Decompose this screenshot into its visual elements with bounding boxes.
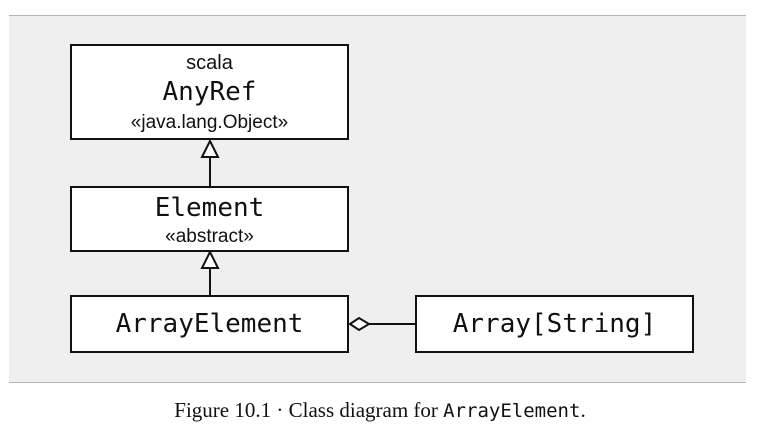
caption-code: ArrayElement xyxy=(443,400,581,422)
class-box-element: Element «abstract» xyxy=(70,186,349,252)
stereotype-abstract: «abstract» xyxy=(165,226,254,247)
figure-caption: Figure 10.1 · Class diagram for ArrayEle… xyxy=(0,398,760,423)
class-box-anyref: scala AnyRef «java.lang.Object» xyxy=(70,44,349,140)
inheritance-arrowhead-anyref xyxy=(200,138,220,158)
caption-suffix: . xyxy=(580,398,586,422)
aggregation-diamond xyxy=(348,316,371,332)
class-name-array-string: Array[String] xyxy=(452,309,657,339)
class-name-anyref: AnyRef xyxy=(162,77,257,107)
class-name-arrayelement: ArrayElement xyxy=(115,309,304,339)
class-box-array-string: Array[String] xyxy=(415,295,694,353)
package-label: scala xyxy=(186,52,233,74)
class-name-element: Element xyxy=(154,193,265,223)
inheritance-arrowhead-element xyxy=(200,249,220,269)
caption-prefix: Figure 10.1 · Class diagram for xyxy=(174,398,444,422)
stereotype-java-object: «java.lang.Object» xyxy=(130,112,289,133)
class-box-arrayelement: ArrayElement xyxy=(70,295,349,353)
